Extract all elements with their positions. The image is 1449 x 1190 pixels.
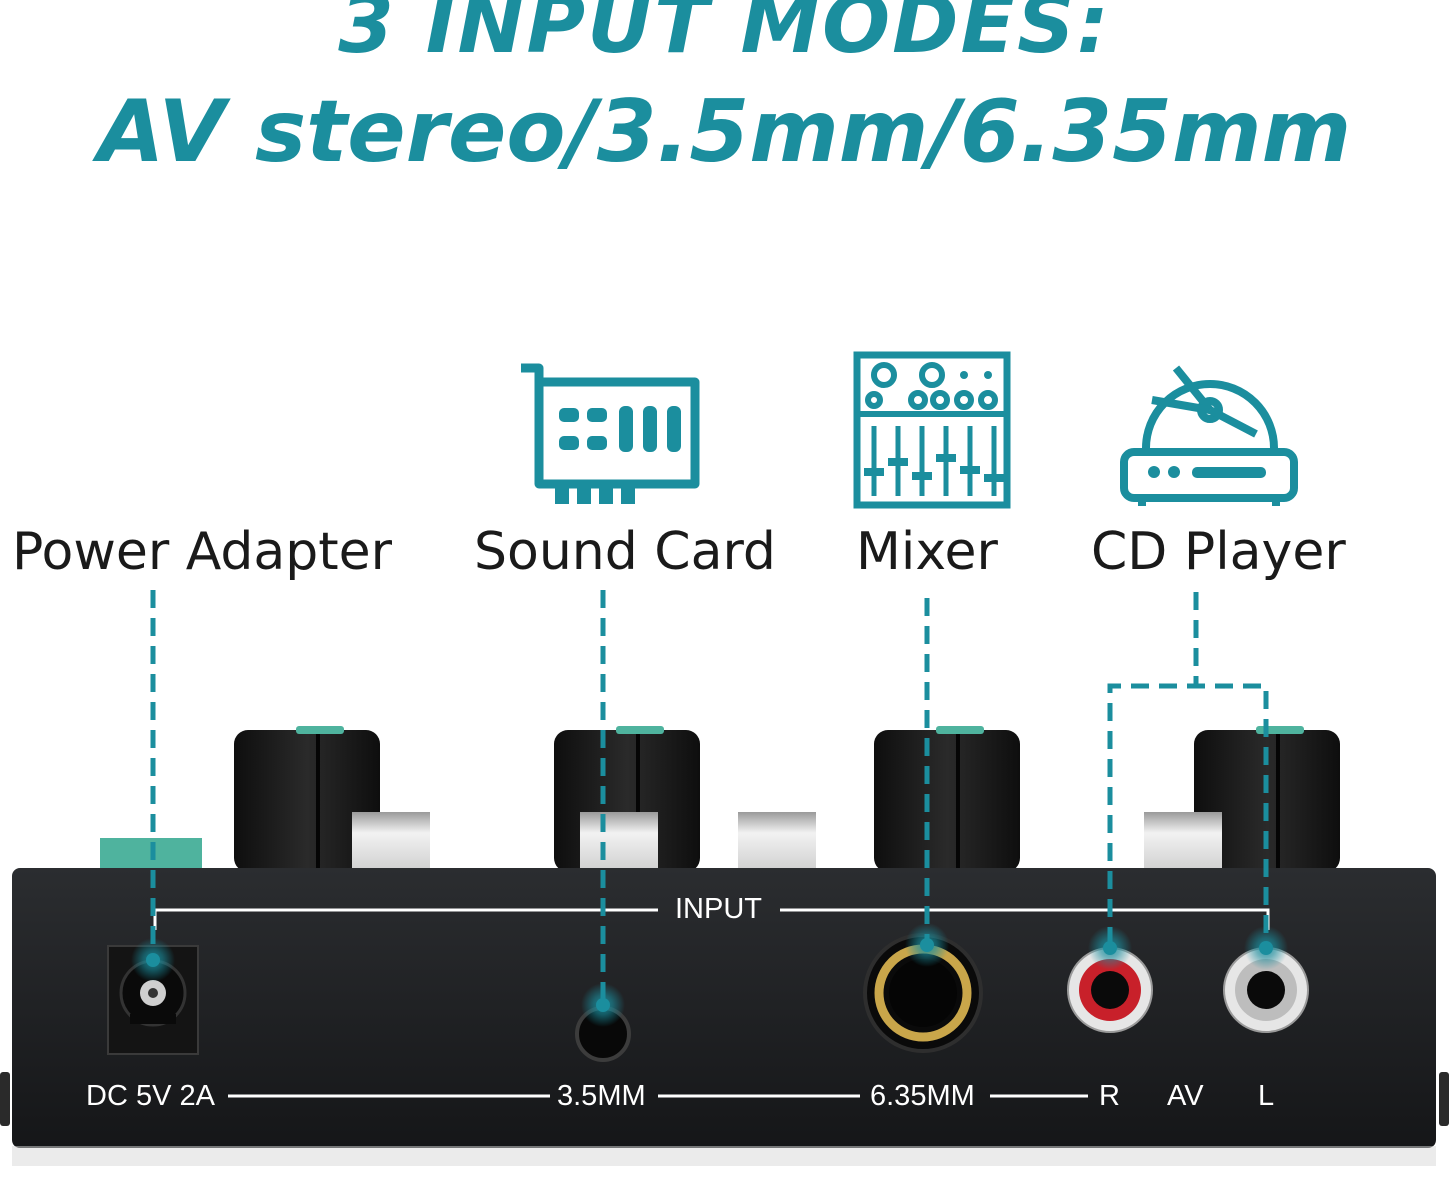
device-label-sound-card: Sound Card <box>474 522 776 582</box>
mixer-icon <box>853 351 1011 509</box>
sound-card-icon <box>521 363 700 504</box>
panel-label-dc: DC 5V 2A <box>86 1080 215 1112</box>
button-2[interactable] <box>580 812 658 872</box>
panel-label-av: AV <box>1167 1080 1204 1112</box>
button-4[interactable] <box>1144 812 1222 872</box>
jack-6-35mm[interactable] <box>863 933 983 1053</box>
device-label-cd-player: CD Player <box>1091 522 1346 582</box>
headline-line-1: 3 INPUT MODES: <box>338 0 1111 71</box>
device-label-mixer: Mixer <box>856 522 998 582</box>
button-1[interactable] <box>352 812 430 872</box>
knob-1[interactable] <box>234 726 380 872</box>
button-3[interactable] <box>738 812 816 872</box>
rca-jack-left[interactable] <box>1223 947 1309 1033</box>
headline-line-2: AV stereo/3.5mm/6.35mm <box>97 82 1352 182</box>
callout-dots <box>131 923 1288 1027</box>
device-label-power-adapter: Power Adapter <box>12 522 393 582</box>
cd-player-icon <box>1120 365 1298 506</box>
panel-label-3-5mm: 3.5MM <box>557 1080 646 1112</box>
knob-3[interactable] <box>874 726 1020 872</box>
panel-label-r: R <box>1099 1080 1120 1112</box>
panel-label-6-35mm: 6.35MM <box>870 1080 975 1112</box>
panel-label-input: INPUT <box>675 893 762 925</box>
panel-body <box>12 868 1436 1148</box>
panel-label-l: L <box>1258 1080 1275 1112</box>
